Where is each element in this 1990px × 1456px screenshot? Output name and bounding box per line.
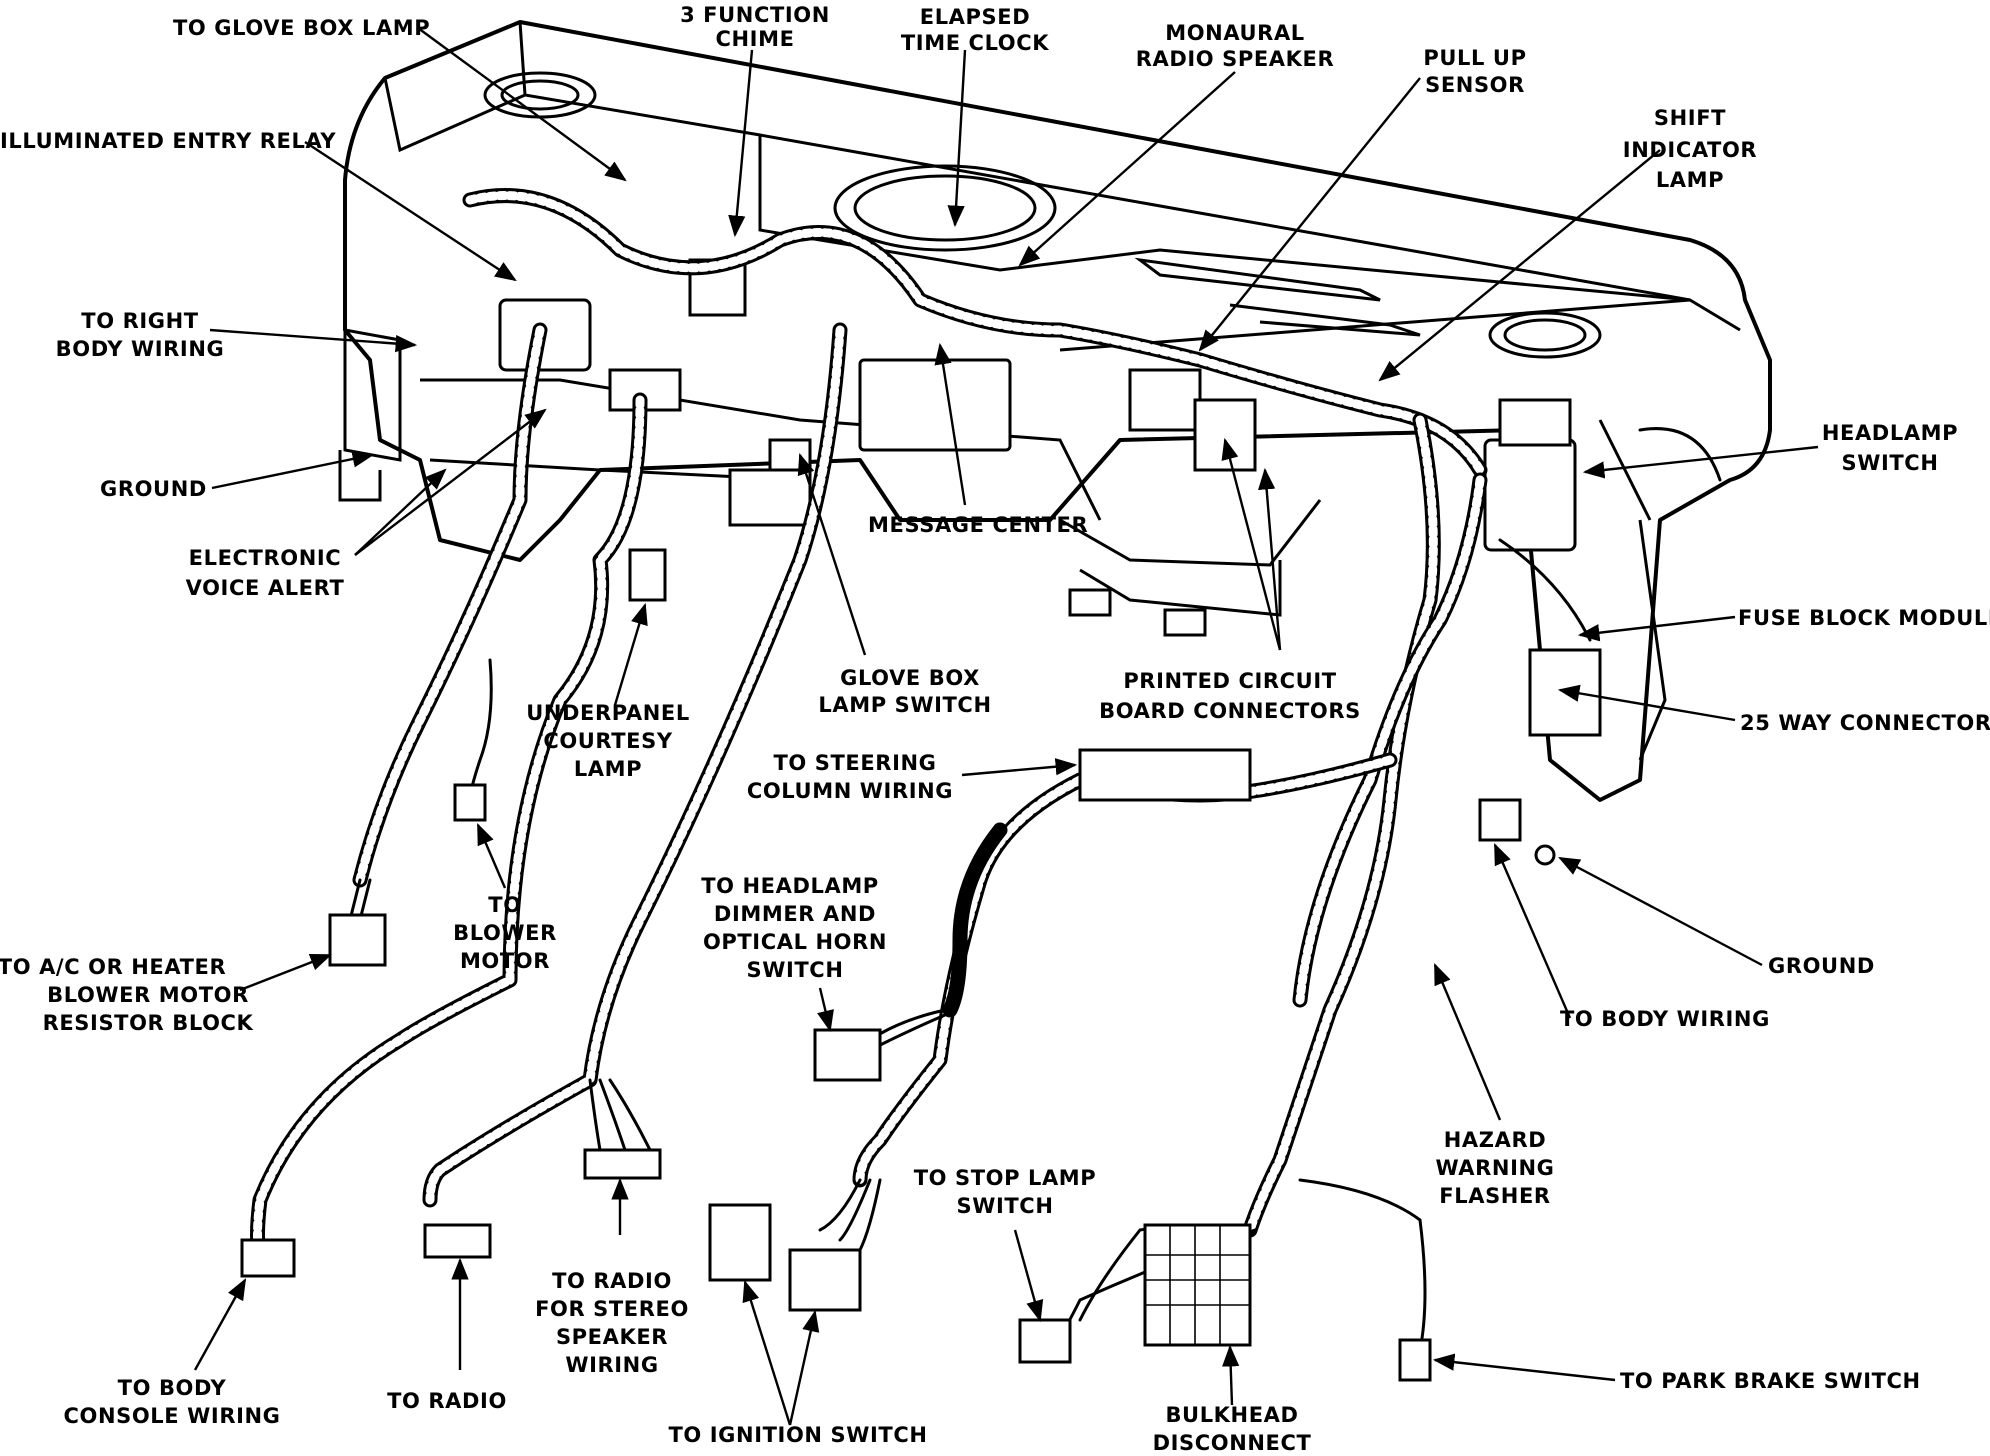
label-underpanel-courtesy-lamp-2: COURTESY	[543, 729, 673, 753]
label-hazard-warning-flasher: HAZARD	[1444, 1128, 1547, 1152]
label-hazard-warning-flasher-2: WARNING	[1435, 1156, 1554, 1180]
label-blower-motor-2: BLOWER	[453, 921, 557, 945]
label-headlamp-dimmer-2: DIMMER AND	[714, 902, 876, 926]
label-body-console-wiring-2: CONSOLE WIRING	[63, 1404, 280, 1428]
label-25-way-connector: 25 WAY CONNECTOR	[1740, 711, 1990, 735]
label-right-body-wiring: TO RIGHT	[81, 309, 198, 333]
label-headlamp-switch-2: SWITCH	[1841, 451, 1938, 475]
label-right-body-wiring-2: BODY WIRING	[56, 337, 225, 361]
leader-lines	[193, 27, 1819, 1426]
label-elapsed-time-clock-2: TIME CLOCK	[901, 31, 1049, 55]
label-monaural-radio-speaker-2: RADIO SPEAKER	[1136, 47, 1335, 71]
label-radio-stereo-2: FOR STEREO	[535, 1297, 689, 1321]
label-headlamp-dimmer-3: OPTICAL HORN	[703, 930, 887, 954]
callouts: TO GLOVE BOX LAMP 3 FUNCTION CHIME ELAPS…	[0, 3, 1990, 1455]
label-ground-right: GROUND	[1768, 954, 1875, 978]
label-pull-up-sensor-2: SENSOR	[1425, 73, 1525, 97]
label-body-console-wiring: TO BODY	[118, 1376, 227, 1400]
label-to-radio: TO RADIO	[387, 1389, 507, 1413]
label-fuse-block-module: FUSE BLOCK MODULE	[1738, 606, 1990, 630]
label-stop-lamp-switch: TO STOP LAMP	[914, 1166, 1097, 1190]
label-to-body-wiring: TO BODY WIRING	[1560, 1007, 1770, 1031]
label-pcb-connectors: PRINTED CIRCUIT	[1123, 669, 1336, 693]
label-electronic-voice-alert-2: VOICE ALERT	[186, 576, 345, 600]
instrument-panel	[338, 20, 1772, 866]
ignition-connector-b	[788, 1248, 862, 1312]
label-bulkhead-disconnect: BULKHEAD	[1165, 1403, 1298, 1427]
label-shift-indicator-lamp: SHIFT	[1654, 106, 1726, 130]
label-monaural-radio-speaker: MONAURAL	[1165, 21, 1305, 45]
label-message-center: MESSAGE CENTER	[868, 513, 1088, 537]
label-pull-up-sensor: PULL UP	[1423, 46, 1526, 70]
park-brake-connector	[1398, 1338, 1432, 1382]
label-park-brake-switch: TO PARK BRAKE SWITCH	[1620, 1369, 1921, 1393]
label-electronic-voice-alert: ELECTRONIC	[189, 546, 342, 570]
label-headlamp-dimmer: TO HEADLAMP	[701, 874, 879, 898]
label-underpanel-courtesy-lamp: UNDERPANEL	[526, 701, 690, 725]
label-steering-column-wiring-2: COLUMN WIRING	[747, 779, 953, 803]
label-steering-column-wiring: TO STEERING	[773, 751, 936, 775]
label-ac-heater-blower-2: BLOWER MOTOR	[47, 983, 249, 1007]
label-stop-lamp-switch-2: SWITCH	[956, 1194, 1053, 1218]
label-headlamp-dimmer-4: SWITCH	[746, 958, 843, 982]
blower-motor-connector	[453, 783, 487, 822]
label-blower-motor: TO	[488, 893, 521, 917]
label-ground-left: GROUND	[100, 477, 207, 501]
label-elapsed-time-clock: ELAPSED	[920, 5, 1030, 29]
body-console-connector	[240, 1238, 296, 1278]
ignition-connector-a	[708, 1203, 772, 1282]
steering-connectors	[1078, 748, 1252, 802]
label-3-function-chime-2: CHIME	[715, 27, 794, 51]
label-radio-stereo-4: WIRING	[565, 1353, 658, 1377]
label-blower-motor-3: MOTOR	[460, 949, 550, 973]
wires	[348, 427, 1722, 1362]
label-ignition-switch: TO IGNITION SWITCH	[668, 1423, 927, 1447]
label-radio-stereo-3: SPEAKER	[556, 1325, 668, 1349]
label-glove-box-lamp-switch: GLOVE BOX	[840, 666, 980, 690]
label-radio-stereo: TO RADIO	[552, 1269, 672, 1293]
label-pcb-connectors-2: BOARD CONNECTORS	[1099, 699, 1361, 723]
label-glove-box-lamp: TO GLOVE BOX LAMP	[173, 16, 430, 40]
connectors	[240, 748, 1432, 1382]
label-hazard-warning-flasher-3: FLASHER	[1439, 1184, 1550, 1208]
ac-blower-connector	[328, 913, 387, 967]
dimmer-switch-connector	[813, 1028, 882, 1082]
label-shift-indicator-lamp-3: LAMP	[1656, 168, 1724, 192]
label-shift-indicator-lamp-2: INDICATOR	[1623, 138, 1757, 162]
label-ac-heater-blower-3: RESISTOR BLOCK	[43, 1011, 254, 1035]
harness-bundles	[250, 188, 1488, 1268]
stop-lamp-connector	[1018, 1318, 1072, 1364]
label-underpanel-courtesy-lamp-3: LAMP	[574, 757, 642, 781]
label-bulkhead-disconnect-2: DISCONNECT	[1153, 1431, 1312, 1455]
radio-connector	[423, 1223, 492, 1259]
label-ac-heater-blower: TO A/C OR HEATER	[0, 955, 226, 979]
radio-stereo-connector	[583, 1148, 662, 1180]
label-3-function-chime: 3 FUNCTION	[680, 3, 830, 27]
label-illuminated-entry-relay: ILLUMINATED ENTRY RELAY	[0, 129, 336, 153]
bulkhead-grid	[1145, 1225, 1250, 1345]
label-headlamp-switch: HEADLAMP	[1822, 421, 1958, 445]
bulkhead-connector	[1143, 1223, 1252, 1347]
label-glove-box-lamp-switch-2: LAMP SWITCH	[818, 693, 991, 717]
